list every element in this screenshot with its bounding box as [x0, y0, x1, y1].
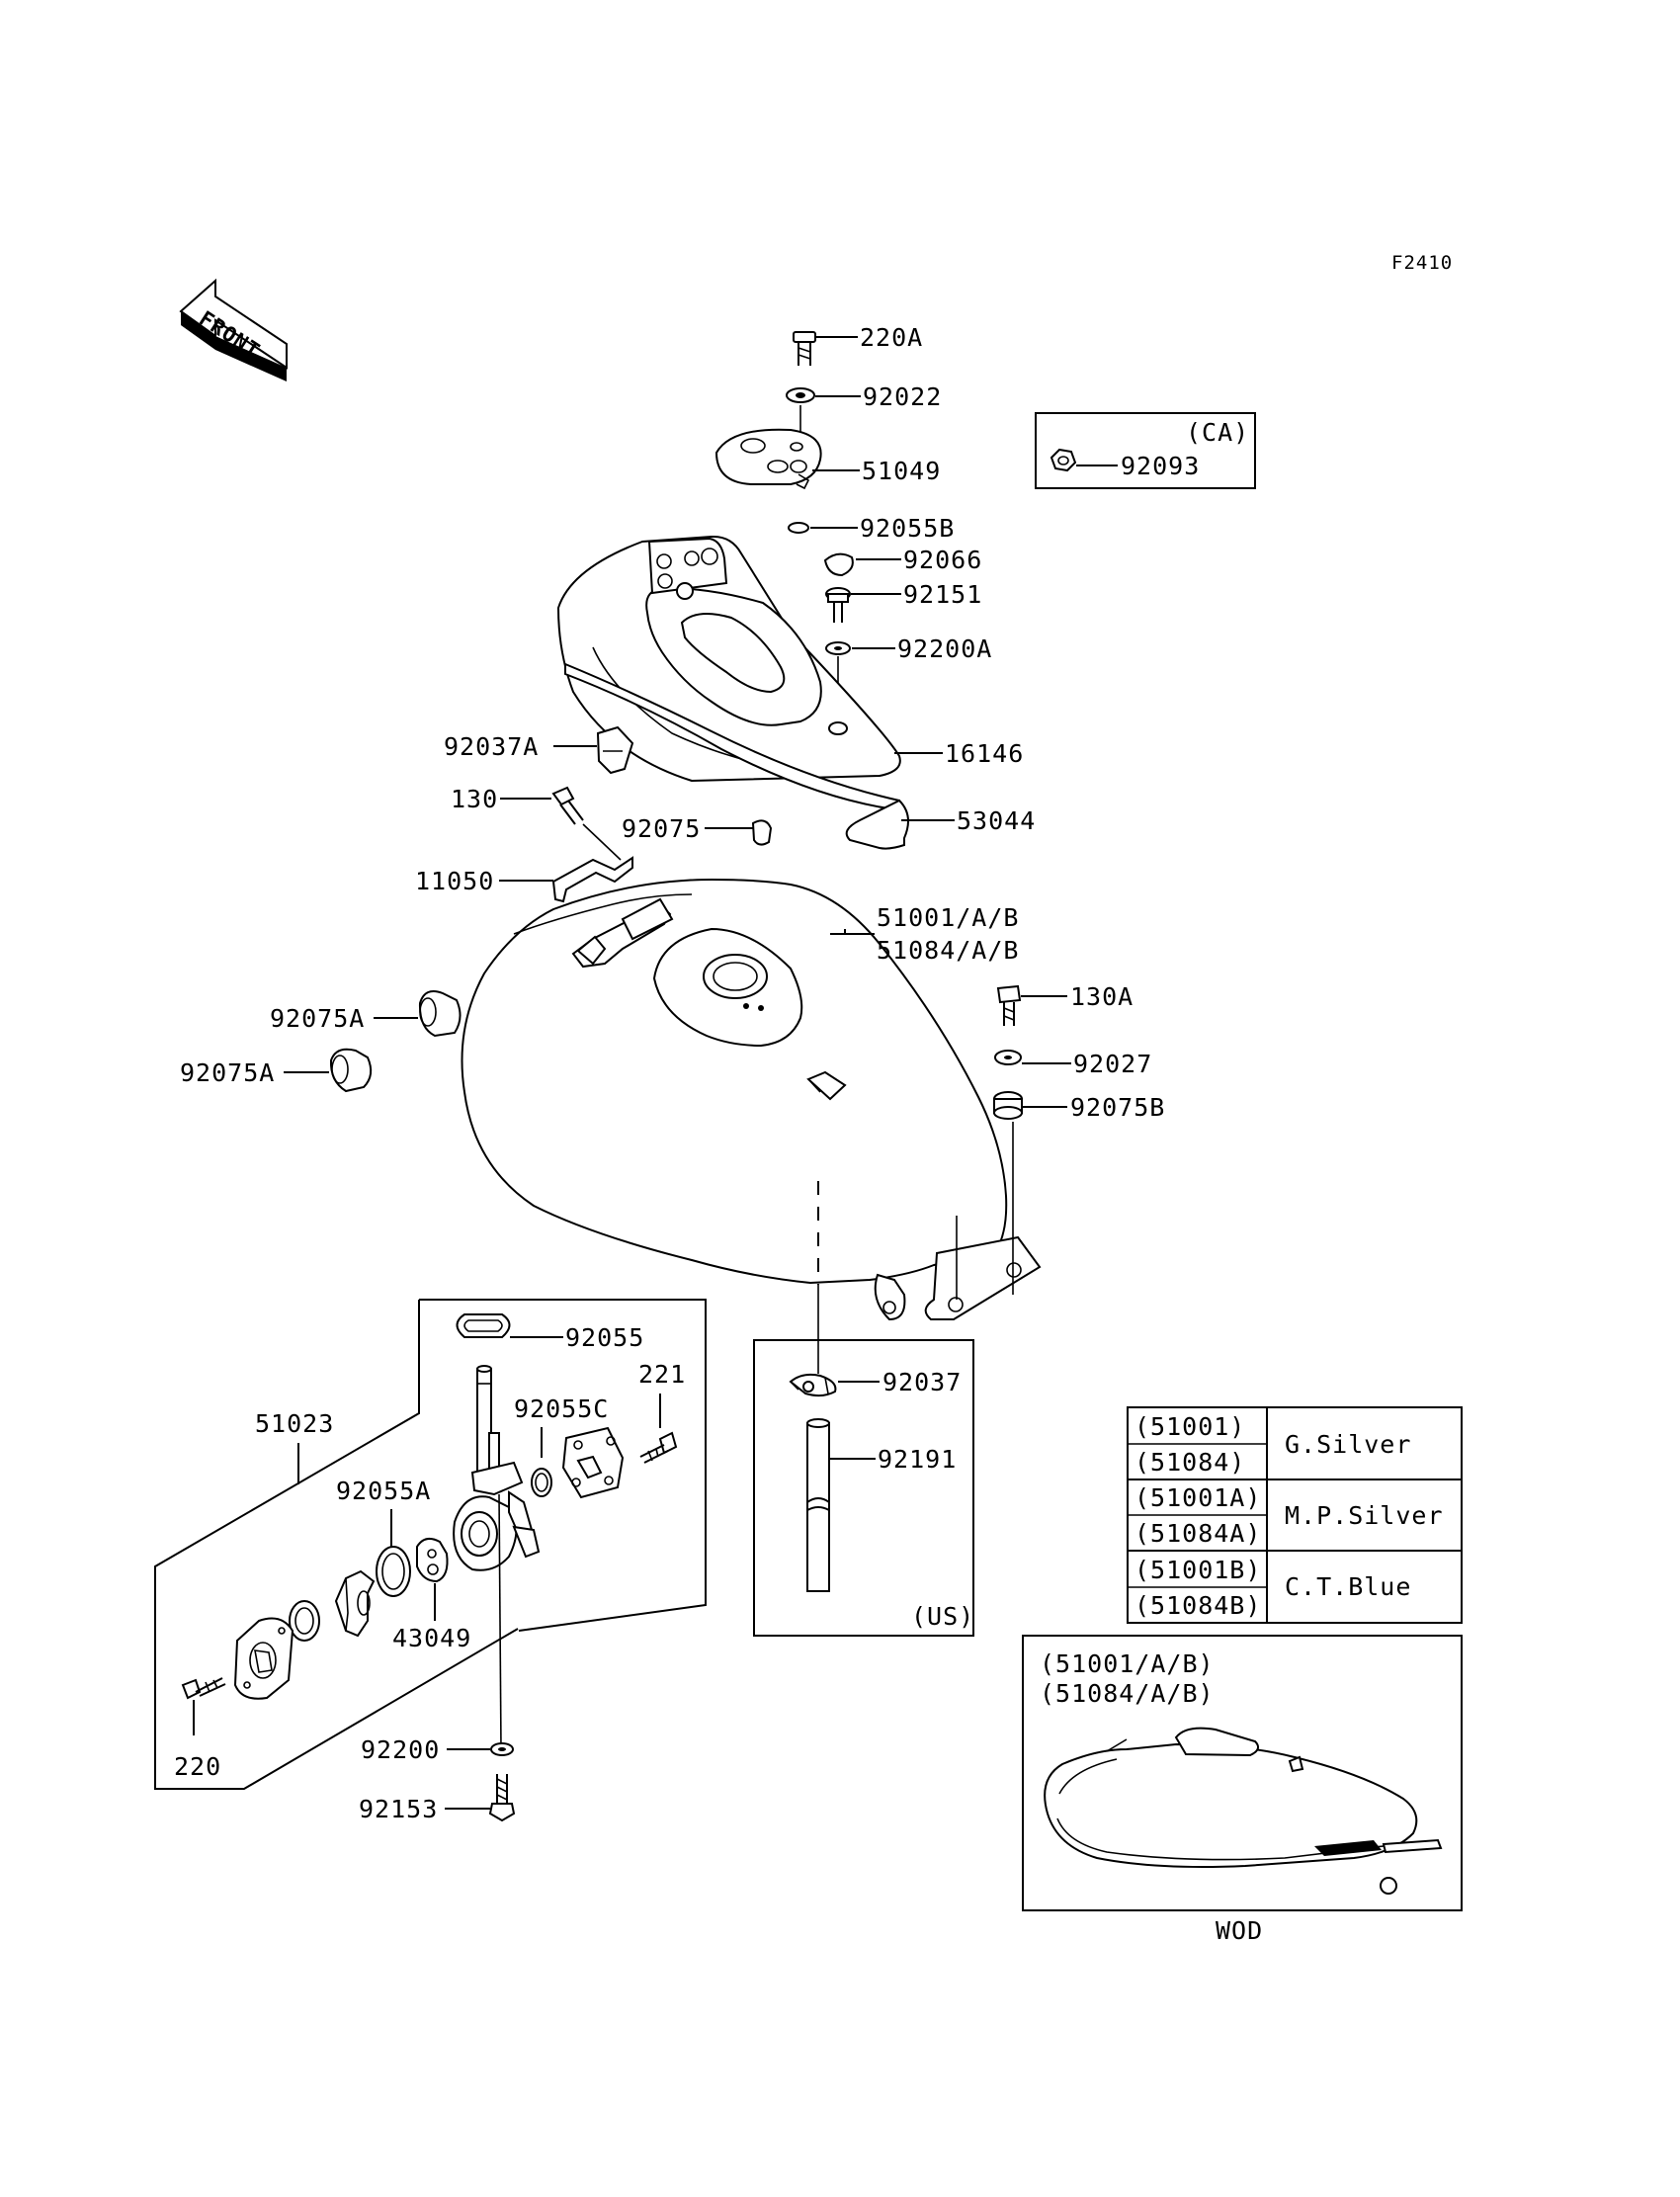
label-92075B: 92075B	[1070, 1093, 1165, 1122]
label-92075A-2: 92075A	[180, 1058, 275, 1087]
clip-92037	[789, 1373, 837, 1397]
front-arrow-icon: FRONT	[179, 278, 288, 381]
fuel-cock-lever	[334, 1569, 376, 1638]
screw-221	[639, 1431, 678, 1464]
label-92066: 92066	[903, 546, 982, 574]
label-51001: 51001/A/B	[877, 903, 1019, 932]
label-16146: 16146	[945, 739, 1024, 768]
wod-line-2: (51084/A/B)	[1040, 1679, 1215, 1708]
wod-line-1: (51001/A/B)	[1040, 1649, 1215, 1678]
washer-92200A	[825, 641, 851, 655]
figure-code: F2410	[1391, 252, 1453, 274]
color-row-2-name: M.P.Silver	[1285, 1501, 1444, 1530]
cover-cap-51049	[714, 428, 822, 490]
us-box	[753, 1339, 974, 1637]
label-92055C: 92055C	[514, 1394, 609, 1423]
washer-92200	[490, 1742, 514, 1756]
label-92055B: 92055B	[860, 514, 955, 543]
fuel-cock-box-frame	[419, 1299, 707, 1632]
label-92037: 92037	[882, 1368, 962, 1396]
label-11050: 11050	[415, 867, 494, 895]
color-row-2-part-2: (51084A)	[1134, 1519, 1261, 1548]
color-row-1-part-2: (51084)	[1134, 1448, 1245, 1477]
washer-92027	[994, 1050, 1022, 1065]
screw-92151	[825, 587, 851, 623]
bolt-130	[551, 786, 584, 825]
ca-part-92093: 92093	[1121, 452, 1200, 480]
gasket-43049	[416, 1537, 449, 1583]
bolt-130A	[996, 984, 1022, 1026]
clip-92037A	[596, 725, 634, 775]
nut-92093	[1050, 448, 1077, 472]
color-row-2-part-1: (51001A)	[1134, 1483, 1261, 1512]
bracket-11050	[551, 856, 633, 903]
wod-caption: WOD	[1216, 1916, 1263, 1945]
fuel-cock-51023	[453, 1365, 541, 1750]
bolt-220A	[793, 331, 816, 366]
label-53044: 53044	[957, 806, 1036, 835]
label-51023: 51023	[255, 1409, 334, 1438]
label-220: 220	[174, 1752, 221, 1781]
label-92055: 92055	[565, 1323, 644, 1352]
label-92075A-1: 92075A	[270, 1004, 365, 1033]
label-92191: 92191	[878, 1445, 957, 1474]
damper-92075A-1	[418, 990, 462, 1038]
color-row-1-name: G.Silver	[1285, 1430, 1411, 1459]
bolt-92153	[488, 1774, 516, 1822]
damper-92075A-2	[329, 1048, 373, 1093]
tank-cover-16146	[556, 535, 901, 783]
cap-92066	[823, 552, 854, 577]
us-box-label: (US)	[911, 1602, 974, 1631]
label-92055A: 92055A	[336, 1477, 431, 1505]
label-92153: 92153	[359, 1795, 438, 1823]
label-51084: 51084/A/B	[877, 936, 1019, 965]
label-92200: 92200	[361, 1735, 440, 1764]
label-221: 221	[638, 1360, 686, 1389]
seal-ring	[289, 1600, 320, 1642]
washer-92022	[786, 387, 815, 403]
color-row-1-part-1: (51001)	[1134, 1412, 1245, 1441]
label-92027: 92027	[1073, 1050, 1152, 1078]
label-51049: 51049	[862, 457, 941, 485]
label-43049: 43049	[392, 1624, 471, 1652]
ca-box-label: (CA)	[1186, 418, 1249, 447]
o-ring-92055B	[788, 522, 809, 534]
label-130: 130	[451, 785, 498, 813]
grommet-92075B	[993, 1091, 1023, 1120]
color-row-3-name: C.T.Blue	[1285, 1572, 1411, 1601]
label-92200A: 92200A	[897, 634, 992, 663]
o-ring-92055C	[531, 1468, 552, 1497]
wod-tank-illustration	[1044, 1727, 1443, 1895]
grommet-92075	[751, 819, 773, 846]
color-table: (51001) (51084) G.Silver (51001A) (51084…	[1127, 1406, 1463, 1624]
fuel-tank	[461, 878, 1042, 1321]
color-row-3-part-1: (51001B)	[1134, 1556, 1261, 1584]
hose-92191	[806, 1418, 830, 1592]
screw-220	[181, 1677, 226, 1700]
label-220A: 220A	[860, 323, 923, 352]
label-130A: 130A	[1070, 982, 1134, 1011]
label-92037A: 92037A	[444, 732, 539, 761]
label-92151: 92151	[903, 580, 982, 609]
label-92022: 92022	[863, 382, 942, 411]
label-92075: 92075	[622, 814, 701, 843]
lever-plate	[233, 1617, 294, 1700]
color-row-3-part-2: (51084B)	[1134, 1591, 1261, 1620]
wod-box	[1022, 1635, 1463, 1911]
ca-box	[1035, 412, 1256, 489]
